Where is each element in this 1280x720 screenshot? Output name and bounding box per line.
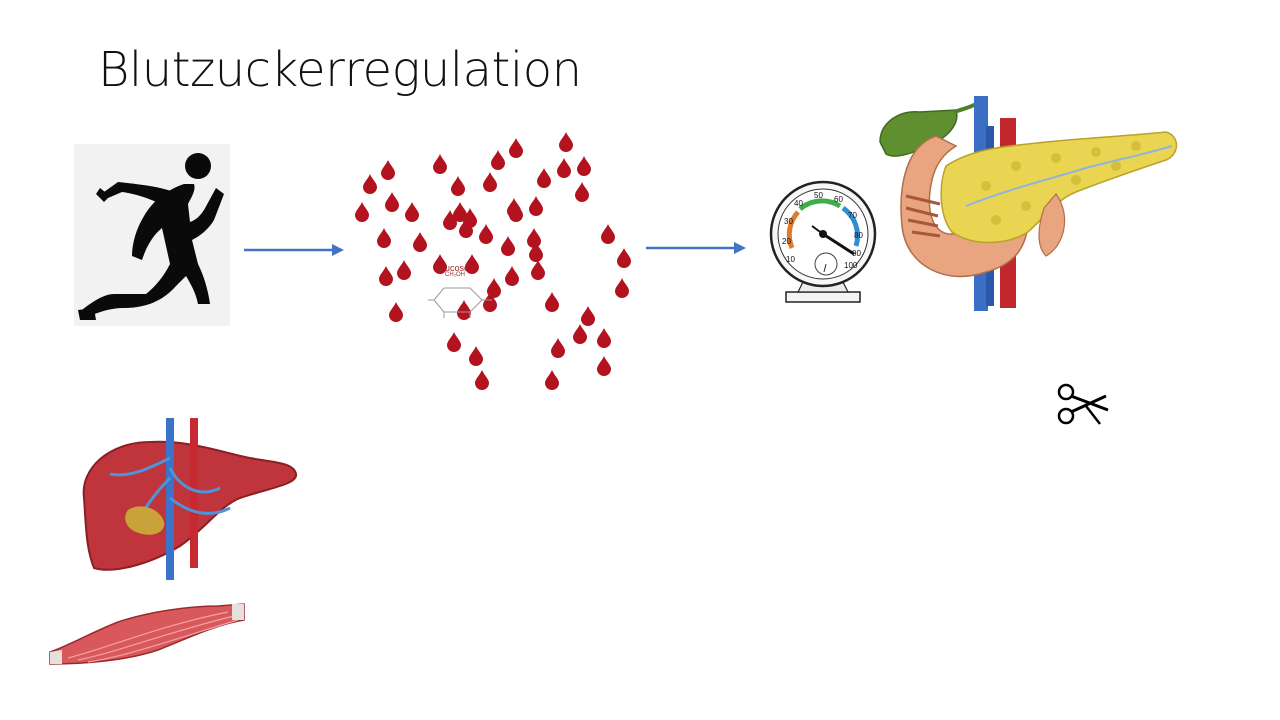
blood-drop: [509, 202, 523, 222]
svg-text:80: 80: [854, 231, 863, 240]
blood-drop: [475, 370, 489, 390]
arrow-right-1: [244, 244, 344, 256]
blood-drop: [465, 254, 479, 274]
svg-text:70: 70: [848, 211, 857, 220]
blood-drop: [447, 332, 461, 352]
blood-drop: [413, 232, 427, 252]
blood-drop: [617, 248, 631, 268]
blood-drop: [459, 218, 473, 238]
glucose-label: Glucose: [436, 263, 470, 273]
blood-drop: [385, 192, 399, 212]
blood-drop: [451, 176, 465, 196]
pancreas-illustration: [879, 96, 1178, 311]
gauge-meter: 10 20 30 40 50 60 70 80 90 100: [768, 176, 878, 308]
glucose-structure-icon: [428, 287, 492, 318]
blood-drop: [355, 202, 369, 222]
muscle-illustration: [49, 603, 245, 665]
arrow-right-2: [646, 242, 746, 254]
svg-text:50: 50: [814, 191, 823, 200]
slide-title: Blutzuckerregulation: [98, 42, 582, 98]
blood-drop: [457, 300, 471, 320]
svg-text:30: 30: [784, 217, 793, 226]
blood-drop: [597, 328, 611, 348]
blood-drop: [433, 254, 447, 274]
blood-drop: [529, 196, 543, 216]
svg-text:10: 10: [786, 255, 795, 264]
blood-drop: [545, 292, 559, 312]
blood-drop: [551, 338, 565, 358]
scissors-icon: [1056, 382, 1112, 430]
svg-text:100: 100: [844, 261, 858, 270]
blood-drop: [527, 228, 541, 248]
blood-drop: [545, 370, 559, 390]
blood-drop: [537, 168, 551, 188]
glucose-formula-text: CH₂OH: [445, 272, 465, 278]
running-person-image: [74, 144, 230, 326]
svg-text:20: 20: [782, 237, 791, 246]
blood-drop: [581, 306, 595, 326]
pancreas-image: [876, 96, 1181, 316]
blood-drop: [483, 292, 497, 312]
blood-drop: [433, 154, 447, 174]
blood-drop: [453, 202, 467, 222]
muscle-image: [48, 598, 248, 668]
blood-drop: [559, 132, 573, 152]
blood-drop: [379, 266, 393, 286]
blood-drop: [377, 228, 391, 248]
blood-drop: [601, 224, 615, 244]
blood-drop: [483, 172, 497, 192]
blood-drop: [531, 260, 545, 280]
blood-drop: [575, 182, 589, 202]
blood-drop: [597, 356, 611, 376]
blood-drop: [487, 278, 501, 298]
blood-drop: [363, 174, 377, 194]
svg-text:40: 40: [794, 199, 803, 208]
svg-text:90: 90: [852, 249, 861, 258]
blood-drop: [557, 158, 571, 178]
blood-drop: [615, 278, 629, 298]
svg-text:60: 60: [834, 195, 843, 204]
running-person-icon: [78, 153, 224, 320]
blood-drop: [577, 156, 591, 176]
blood-drop: [479, 224, 493, 244]
blood-drop: [491, 150, 505, 170]
blood-drop: [405, 202, 419, 222]
blood-drops-cluster: Glucose CH₂OH: [350, 120, 640, 390]
liver-illustration: [82, 418, 297, 580]
blood-drop: [529, 242, 543, 262]
blood-drop: [509, 138, 523, 158]
blood-drop: [389, 302, 403, 322]
blood-drop: [397, 260, 411, 280]
liver-image: [70, 418, 300, 580]
blood-drop: [469, 346, 483, 366]
blood-drop: [501, 236, 515, 256]
blood-drop: [381, 160, 395, 180]
blood-drop: [573, 324, 587, 344]
blood-drop: [443, 210, 457, 230]
gauge-meter-icon: 10 20 30 40 50 60 70 80 90 100: [769, 180, 877, 303]
blood-drop: [505, 266, 519, 286]
blood-drop-icon: [355, 132, 631, 390]
